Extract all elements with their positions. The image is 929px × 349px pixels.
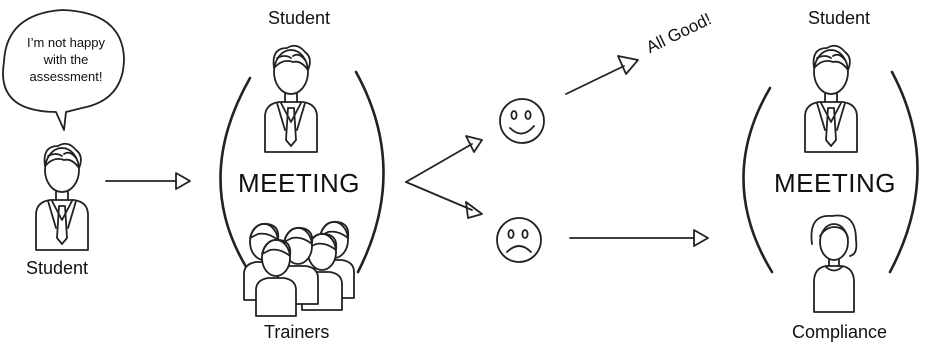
meeting2-title: MEETING: [774, 168, 896, 198]
meeting1-left-bracket: [219, 76, 252, 272]
meeting1-title: MEETING: [238, 168, 360, 198]
left-student-label: Student: [26, 258, 89, 278]
meeting1-trainers-label: Trainers: [264, 322, 330, 342]
happy-face-icon: [499, 98, 545, 144]
meeting2-compliance-label: Compliance: [792, 322, 888, 342]
arrow-to-all-good: [565, 65, 625, 95]
branch-down-arrow: [405, 181, 473, 211]
speech-bubble-text: I’m not happy with the assessment!: [14, 34, 118, 85]
left-student-figure: [35, 142, 89, 251]
bubble-line-2: with the: [43, 52, 89, 67]
sad-face-icon: [496, 217, 542, 263]
trainers-figures: [243, 220, 355, 317]
meeting1-student-label: Student: [268, 8, 331, 28]
meeting2-right-bracket: [888, 70, 919, 274]
speech-bubble: [2, 9, 125, 131]
branch-up-arrow: [405, 143, 473, 183]
compliance-figure: [810, 214, 858, 313]
bubble-line-3: assessment!: [29, 69, 103, 84]
meeting2-student-label: Student: [808, 8, 871, 28]
meeting2-left-bracket: [742, 86, 774, 274]
meeting1-right-bracket: [354, 70, 385, 274]
meeting1-student-figure: [264, 44, 318, 153]
bubble-line-1: I’m not happy: [26, 35, 106, 50]
meeting2-student-figure: [804, 44, 858, 153]
